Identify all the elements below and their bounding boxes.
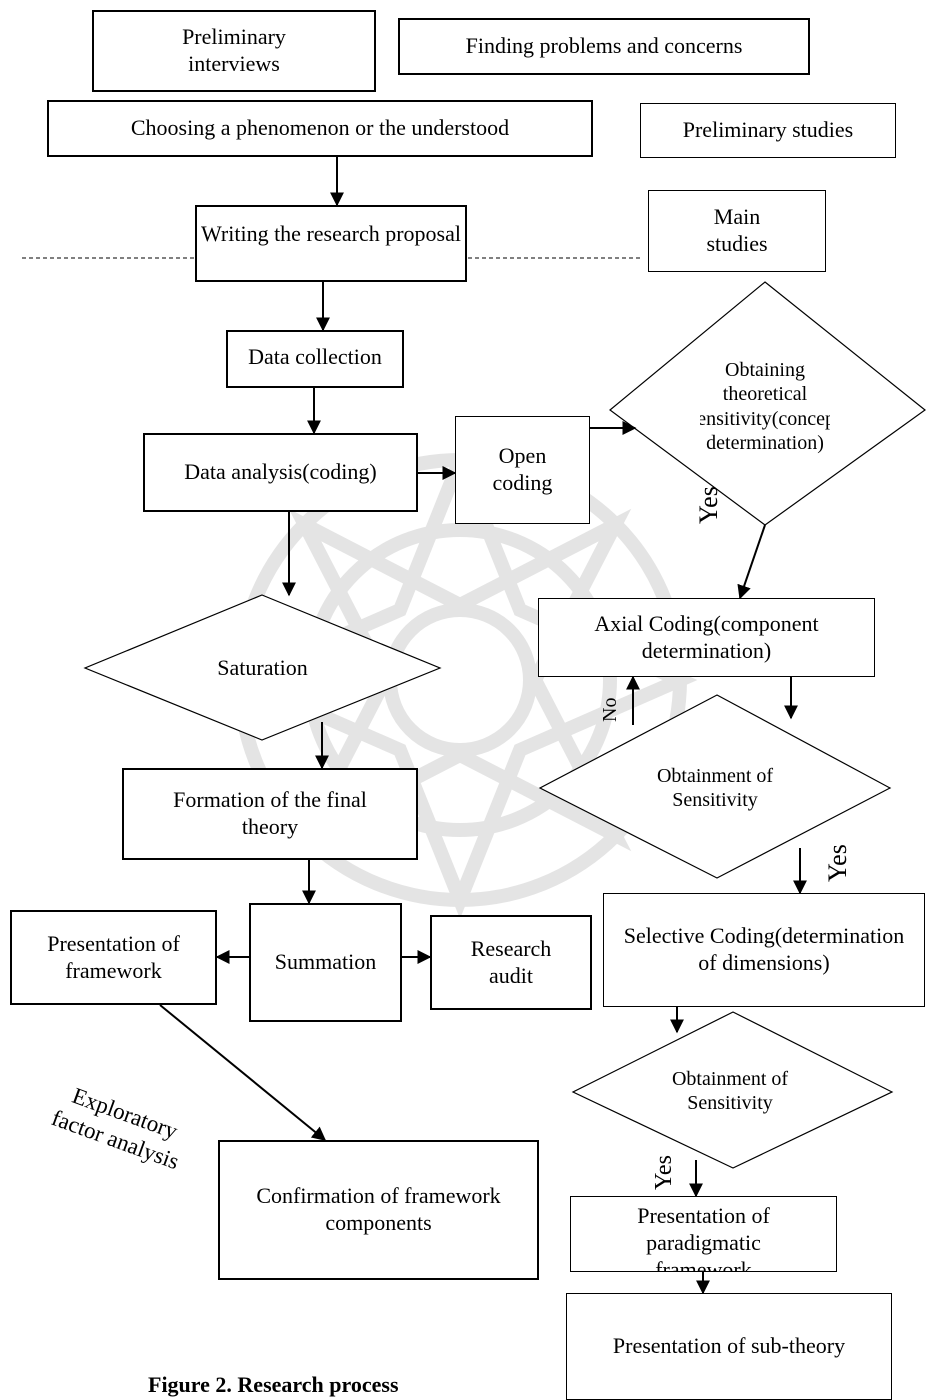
node-open-coding: Open coding xyxy=(455,416,590,524)
yes-label-1: Yes xyxy=(694,486,723,524)
node-selective-coding: Selective Coding(determination of dimens… xyxy=(603,893,925,1007)
sensitivity-1-label: Obtainment of Sensitivity xyxy=(656,764,774,811)
node-preliminary-interviews: Preliminary interviews xyxy=(92,10,376,92)
sensitivity-diamond-2 xyxy=(571,1011,894,1169)
node-data-analysis: Data analysis(coding) xyxy=(143,433,418,512)
node-main-studies: Main studies xyxy=(648,190,826,272)
node-formation-theory: Formation of the final theory xyxy=(122,768,418,860)
node-axial-coding: Axial Coding(component determination) xyxy=(538,598,875,677)
arrow-framework-to-confirmation xyxy=(159,1004,327,1141)
node-presentation-paradigmatic: Presentation of paradigmatic framework xyxy=(570,1196,837,1272)
node-confirmation-components: Confirmation of framework components xyxy=(218,1140,539,1280)
node-data-collection: Data collection xyxy=(226,330,404,388)
node-finding-problems: Finding problems and concerns xyxy=(398,18,810,75)
node-choosing-phenomenon: Choosing a phenomenon or the understood xyxy=(47,100,593,157)
saturation-label: Saturation xyxy=(217,654,308,680)
arrow-sensitivity-to-axial xyxy=(737,524,766,600)
node-summation: Summation xyxy=(249,903,402,1022)
no-label: No xyxy=(599,697,621,722)
node-presentation-subtheory: Presentation of sub-theory xyxy=(566,1293,892,1400)
figure-caption: Figure 2. Research process xyxy=(148,1372,399,1397)
yes-label-2: Yes xyxy=(823,844,852,882)
node-preliminary-studies: Preliminary studies xyxy=(640,103,896,158)
saturation-diamond xyxy=(83,594,442,741)
sensitivity-2-label: Obtainment of Sensitivity xyxy=(671,1067,789,1114)
node-research-audit: Research audit xyxy=(430,915,592,1010)
theoretical-sensitivity-label: Obtaining theoretical sensitivity(concep… xyxy=(700,359,830,454)
yes-label-3: Yes xyxy=(651,1155,677,1190)
node-presentation-framework: Presentation of framework xyxy=(10,910,217,1005)
node-writing-proposal: Writing the research proposal xyxy=(195,205,467,282)
sensitivity-diamond-1 xyxy=(538,694,892,879)
